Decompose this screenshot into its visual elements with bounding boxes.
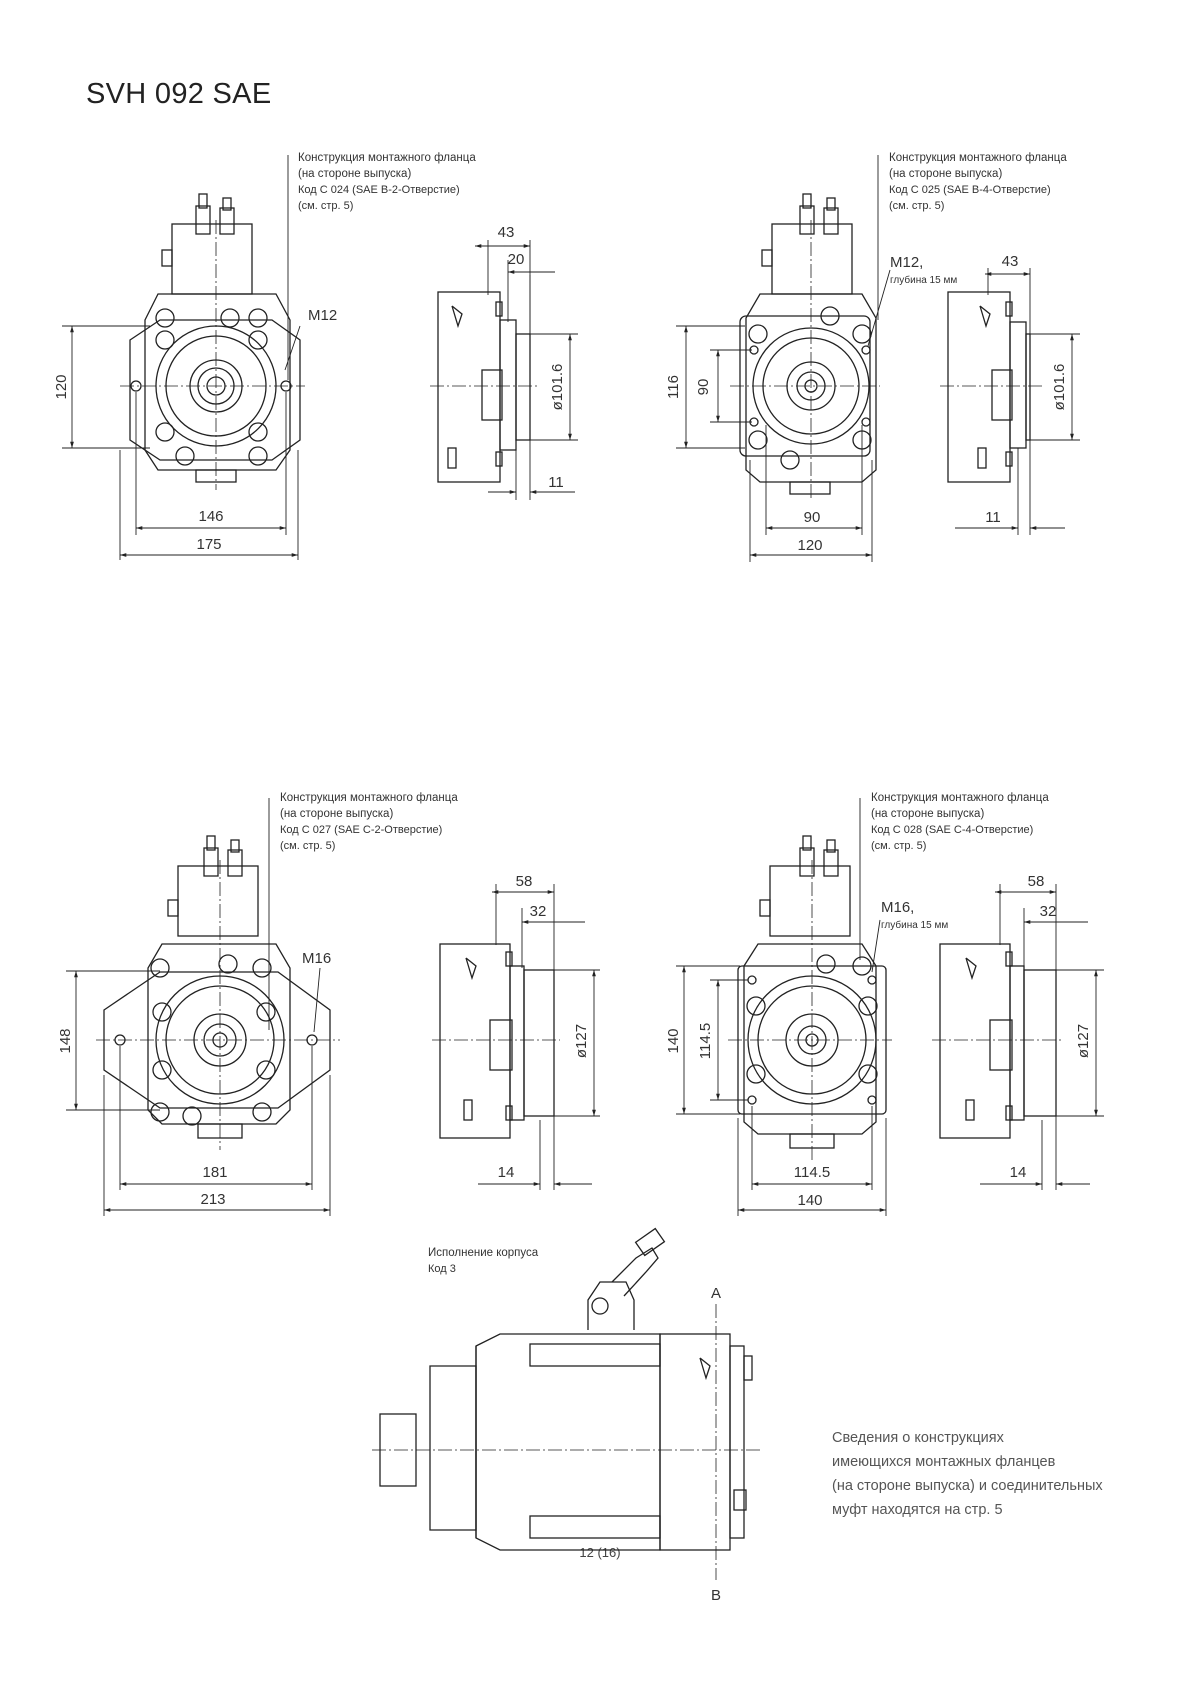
housing-side-view (379, 1227, 753, 1551)
caption-line: (см. стр. 5) (871, 840, 927, 852)
dim-label-c024-depth: 43 (498, 224, 515, 241)
dim-label-c024-width-outer: 175 (196, 536, 221, 553)
front-view-c025 (739, 193, 877, 495)
page-title: SVH 092 SAE (86, 78, 272, 110)
dim-label-c027-height: 148 (57, 1028, 74, 1053)
dim-label-c024-height: 120 (53, 374, 70, 399)
housing-caption: Исполнение корпуса Код 3 (428, 1245, 538, 1277)
caption-line: Код 3 (428, 1263, 456, 1275)
dimension-lines-c025-side (955, 268, 1080, 535)
dim-label-c028-depth: 58 (1028, 873, 1045, 890)
dim-label-c025-diameter: ø101.6 (1051, 364, 1068, 411)
dim-label-c028-face: 14 (1010, 1164, 1027, 1181)
caption-line: (на стороне выпуска) (298, 168, 412, 180)
centerlines-c024 (120, 220, 305, 490)
port-label-a: A (711, 1285, 721, 1302)
port-label-b: B (711, 1587, 721, 1604)
dim-label-c025-height-outer: 116 (665, 375, 682, 399)
dim-label-c025-width-outer: 120 (797, 537, 822, 554)
dim-label-c028-width-outer: 140 (797, 1192, 822, 1209)
thread-label-c027: M16 (302, 950, 331, 967)
dim-label-c027-width-outer: 213 (200, 1191, 225, 1208)
dim-label-c028-diameter: ø127 (1075, 1024, 1092, 1058)
dimension-lines-c025 (676, 155, 891, 562)
dimension-lines-c027-side (478, 884, 600, 1190)
note-line: (на стороне выпуска) и соединительных (832, 1478, 1103, 1494)
dimension-lines-c024 (62, 155, 301, 560)
note-line: Сведения о конструкциях (832, 1430, 1004, 1446)
caption-line: Конструкция монтажного фланца (280, 792, 458, 804)
dim-label-c028-height-inner: 114.5 (697, 1023, 714, 1059)
dim-label-c027-face: 14 (498, 1164, 515, 1181)
dim-label-c027-pilot: 32 (530, 903, 547, 920)
dim-label-c024-face: 11 (548, 474, 564, 491)
dimension-lines-c028-side (980, 884, 1104, 1190)
flange-caption-c028: Конструкция монтажного фланца (на сторон… (871, 790, 1049, 854)
flange-caption-c024: Конструкция монтажного фланца (на сторон… (298, 150, 476, 214)
caption-line: (см. стр. 5) (889, 200, 945, 212)
caption-line: Конструкция монтажного фланца (889, 152, 1067, 164)
thread-label-c024: M12 (308, 307, 337, 324)
thread-label-c025: M12, (890, 254, 923, 271)
dim-label-c027-diameter: ø127 (573, 1024, 590, 1058)
caption-line: Код C 027 (SAE C-2-Отверстие) (280, 824, 443, 836)
thread-depth-c025: глубина 15 мм (890, 274, 957, 286)
caption-line: (см. стр. 5) (298, 200, 354, 212)
dim-label-c024-width-inner: 146 (198, 508, 223, 525)
dim-label-c024-pilot: 20 (508, 251, 525, 268)
caption-line: Конструкция монтажного фланца (298, 152, 476, 164)
dim-label-c028-width-inner: 114.5 (794, 1164, 830, 1181)
caption-line: (на стороне выпуска) (280, 808, 394, 820)
reference-note: Сведения о конструкциях имеющихся монтаж… (832, 1426, 1103, 1522)
caption-line: (на стороне выпуска) (871, 808, 985, 820)
note-line: имеющихся монтажных фланцев (832, 1454, 1056, 1470)
page-number: 12 (16) (579, 1545, 621, 1560)
dim-label-c027-width-inner: 181 (202, 1164, 227, 1181)
caption-line: Код C 025 (SAE B-4-Отверстие) (889, 184, 1051, 196)
dim-label-c025-width-inner: 90 (804, 509, 821, 526)
dim-label-c025-depth: 43 (1002, 253, 1019, 270)
dim-label-c025-height-inner: 90 (695, 379, 712, 396)
dimension-lines-c027 (66, 798, 331, 1216)
dim-label-c025-face: 11 (985, 509, 1001, 526)
side-view-c025 (947, 291, 1031, 483)
side-view-c028 (939, 943, 1057, 1139)
dim-label-c027-depth: 58 (516, 873, 533, 890)
side-view-c027 (439, 943, 555, 1139)
flange-caption-c027: Конструкция монтажного фланца (на сторон… (280, 790, 458, 854)
front-view-c027 (103, 835, 331, 1139)
dim-label-c028-height-outer: 140 (665, 1028, 682, 1053)
dim-label-c024-diameter: ø101.6 (549, 364, 566, 411)
dimension-lines-c024-side (475, 240, 578, 500)
thread-depth-c028: глубина 15 мм (881, 919, 948, 931)
caption-line: Код C 024 (SAE B-2-Отверстие) (298, 184, 460, 196)
caption-line: Конструкция монтажного фланца (871, 792, 1049, 804)
caption-line: Код C 028 (SAE C-4-Отверстие) (871, 824, 1034, 836)
flange-caption-c025: Конструкция монтажного фланца (на сторон… (889, 150, 1067, 214)
thread-label-c028: M16, (881, 899, 914, 916)
dim-label-c028-pilot: 32 (1040, 903, 1057, 920)
caption-line: (см. стр. 5) (280, 840, 336, 852)
caption-line: (на стороне выпуска) (889, 168, 1003, 180)
caption-line: Исполнение корпуса (428, 1247, 539, 1259)
front-view-c024 (129, 193, 301, 483)
note-line: муфт находятся на стр. 5 (832, 1502, 1003, 1518)
dimension-labels: M12 120 146 175 43 20 ø101.6 11 M12, глу… (53, 224, 1092, 1604)
dimension-lines-c028 (676, 798, 887, 1216)
